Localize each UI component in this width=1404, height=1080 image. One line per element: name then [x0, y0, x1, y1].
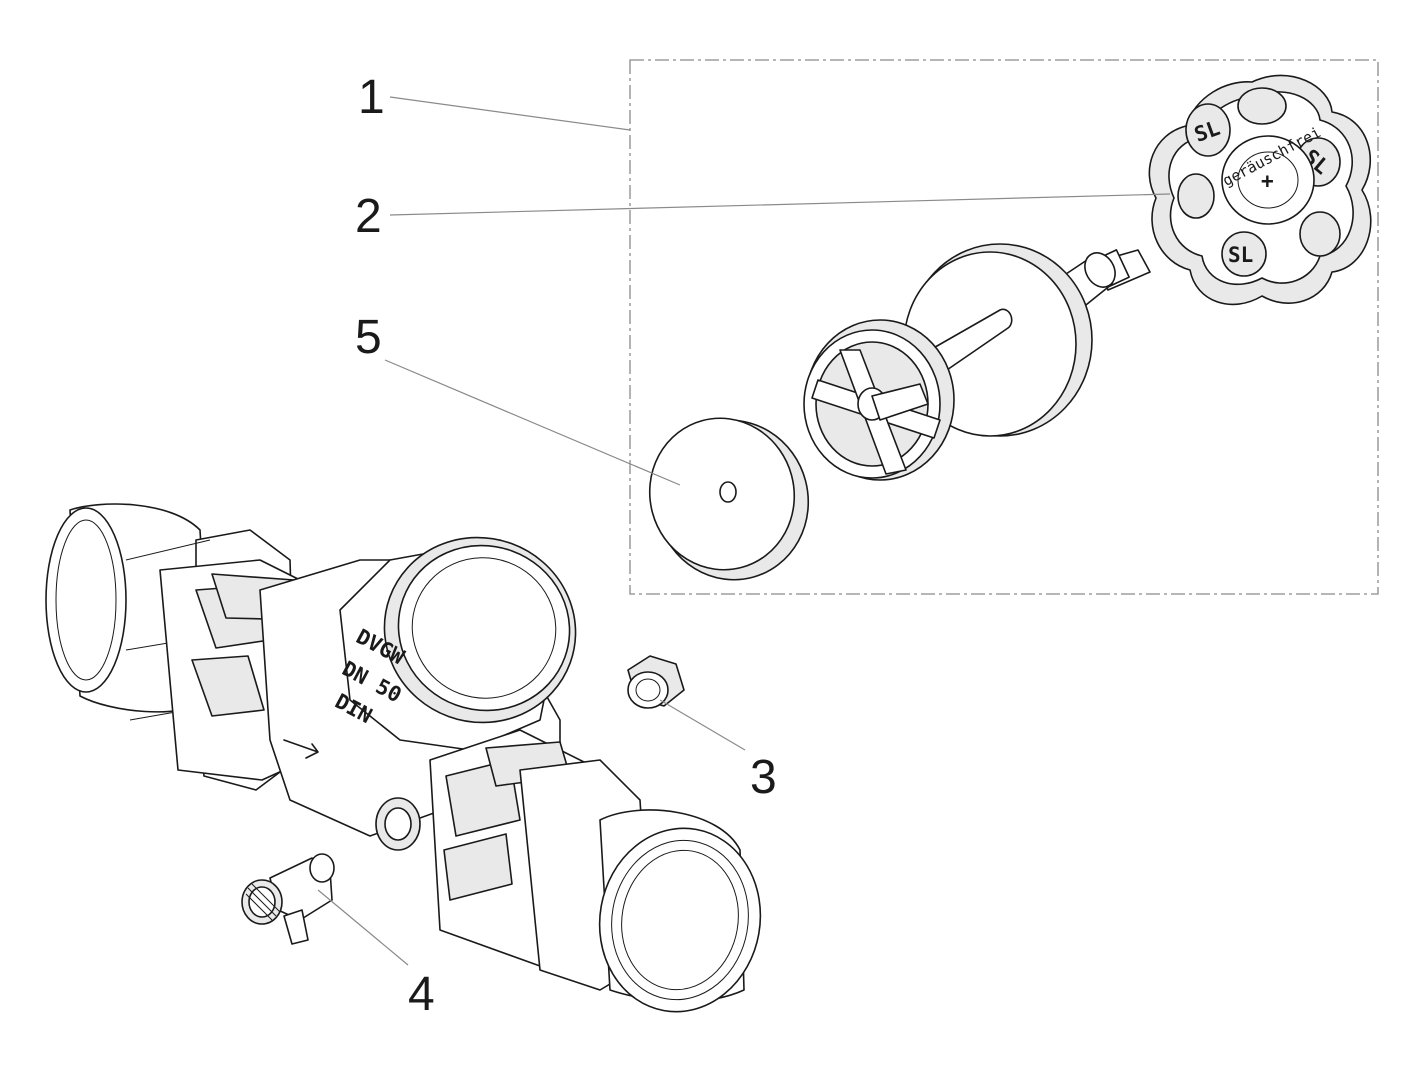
drain-valve	[241, 853, 335, 945]
handwheel-hub	[1221, 135, 1315, 225]
flow-arrow	[283, 739, 319, 759]
cross-spider-disc	[803, 319, 955, 481]
handwheel-pocket-2	[1237, 87, 1287, 125]
handwheel-pocket-6	[1177, 173, 1215, 219]
handwheel-pocket-4	[1299, 211, 1341, 257]
handwheel: SL SL SL geräuschfrei +	[1148, 74, 1372, 306]
assembly-group-frame	[629, 59, 1379, 595]
callout-3: 3	[750, 751, 777, 804]
callout-5: 5	[355, 311, 382, 364]
handwheel-pocket-1	[1185, 103, 1231, 157]
handwheel-pocket-5	[1221, 231, 1267, 277]
leader-line-2	[389, 193, 1171, 216]
screw-plug	[627, 655, 685, 709]
leader-line-3	[659, 699, 746, 751]
seal-disc	[648, 417, 810, 581]
handwheel-center-mark: +	[1261, 169, 1274, 193]
callout-2: 2	[355, 190, 382, 243]
leader-line-4	[317, 889, 409, 966]
callout-1: 1	[358, 71, 385, 124]
handwheel-emblem-3: SL	[1228, 243, 1253, 267]
leader-line-1	[389, 96, 631, 131]
leader-line-5	[384, 359, 681, 486]
valve-body: DVGW DN 50 DIN	[45, 503, 762, 1013]
callout-4: 4	[408, 968, 435, 1021]
